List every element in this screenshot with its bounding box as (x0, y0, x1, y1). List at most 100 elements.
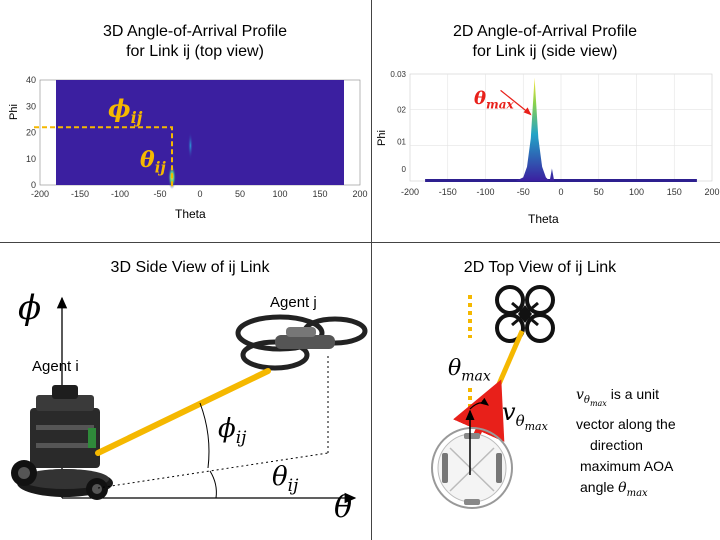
dashed-projection-line (97, 452, 329, 489)
profile-x-tick: 150 (667, 187, 682, 197)
profile-ticks: -200 -150 -100 -50 0 50 100 150 200 0.03 02 01 0 (390, 70, 719, 197)
drone-top-view-icon (495, 285, 555, 343)
bottom-right-title: 2D Top View of ij Link (463, 259, 617, 276)
heatmap-data (56, 80, 344, 190)
heatmap-x-label: Theta (175, 207, 206, 221)
heatmap-x-tick: 150 (312, 189, 327, 199)
profile-theta-max-label: θmax (474, 88, 514, 112)
heatmap-x-tick: 200 (352, 189, 367, 199)
caption-line5-theta: θ (618, 479, 627, 496)
phi-symbol: ϕ (108, 94, 131, 123)
v-symbol: v (502, 398, 516, 426)
theta-max-arc (469, 397, 489, 410)
ground-robot-top-view-icon (431, 427, 513, 509)
heatmap-x-tick: 50 (235, 189, 245, 199)
profile-chart: -200 -150 -100 -50 0 50 100 150 200 0.03 02 01 0 (390, 70, 719, 197)
profile-x-tick: 50 (594, 187, 604, 197)
profile-baseline (425, 179, 697, 182)
unit-vector-caption: vθmax is a unit vector along the directi… (576, 384, 716, 504)
phi-ij-guide-line (34, 126, 173, 187)
heatmap-field (56, 80, 344, 185)
theta-subscript: ij (154, 158, 166, 177)
top-right-title: 2D Angle-of-Arrival Profile for Link ij … (410, 22, 680, 62)
phi-ij-label: ϕij (218, 414, 246, 448)
profile-x-tick: 200 (704, 187, 719, 197)
heatmap-y-tick: 0 (31, 180, 36, 190)
heatmap-annotations (34, 126, 173, 187)
heatmap-y-tick: 20 (26, 128, 36, 138)
profile-x-tick: -150 (439, 187, 457, 197)
heatmap-y-tick: 30 (26, 101, 36, 111)
theta-ij-label: θij (272, 462, 298, 496)
theta-max-symbol: θ (474, 88, 487, 109)
caption-line1-rest: is a unit (606, 386, 659, 402)
profile-x-tick: -50 (517, 187, 530, 197)
side-view-diagram (11, 296, 368, 504)
caption-line3: direction (590, 436, 643, 453)
profile-x-label: Theta (528, 212, 559, 226)
top-right-title-line2: for Link ij (side view) (472, 43, 618, 60)
heatmap-y-label: Phi (8, 104, 20, 120)
theta-ij-arc (209, 470, 217, 499)
heatmap-theta-ij-label: θij (140, 147, 166, 176)
top-view-diagram (431, 285, 555, 509)
heatmap-x-tick: 0 (197, 189, 202, 199)
phi-ij-subscript: ij (235, 428, 247, 449)
profile-x-tick: -100 (476, 187, 494, 197)
profile-x-tick: 0 (558, 187, 563, 197)
caption-line5-prefix: angle (580, 478, 619, 495)
agent-i-label: Agent i (32, 358, 79, 375)
profile-grid (409, 73, 713, 182)
theta-max-subscript: max (486, 97, 514, 112)
top-view-theta-max-label: θmax (448, 356, 491, 384)
profile-y-tick: 0 (402, 165, 407, 174)
caption-sub-theta: θ (583, 394, 590, 406)
top-left-title-line1: 3D Angle-of-Arrival Profile (102, 23, 288, 40)
ground-robot-agent-i (11, 385, 113, 500)
vertical-divider (371, 0, 372, 540)
top-left-title: 3D Angle-of-Arrival Profile for Link ij … (60, 22, 330, 62)
caption-line5-sub: max (626, 487, 648, 499)
profile-y-tick: 02 (397, 106, 406, 115)
horizontal-divider (0, 242, 720, 243)
theta-ij-symbol: θ (272, 462, 288, 492)
heatmap-y-tick: 10 (26, 154, 36, 164)
heatmap-chart: -200 -150 -100 -50 0 50 100 150 200 0 10 20 30 40 (26, 75, 368, 199)
phi-axis-label: ϕ (18, 288, 42, 328)
caption-line1: vθmax is a unit (576, 384, 716, 414)
v-subscript-theta: θ (515, 411, 525, 430)
caption-line2: vector along the (576, 415, 676, 432)
heatmap-y-tick: 40 (26, 75, 36, 85)
profile-y-tick: 0.03 (390, 70, 406, 79)
heatmap-x-tick: 100 (272, 189, 287, 199)
theta-symbol: θ (140, 147, 155, 173)
caption-line4: maximum AOA (580, 457, 674, 474)
profile-y-label: Phi (376, 130, 388, 146)
top-view-theta-symbol: θ (448, 356, 462, 381)
top-right-title-line1: 2D Angle-of-Arrival Profile (452, 23, 638, 40)
top-view-theta-subscript: max (461, 368, 491, 385)
heatmap-x-tick: -200 (31, 189, 49, 199)
profile-y-tick: 01 (397, 137, 406, 146)
caption-line5: angle θmax (576, 477, 716, 504)
caption-v: v (576, 387, 584, 403)
v-subscript-max: max (524, 419, 548, 433)
bottom-left-title: 3D Side View of ij Link (110, 259, 270, 276)
phi-ij-symbol: ϕ (218, 414, 236, 444)
phi-subscript: ij (130, 107, 143, 127)
caption-sub-max: max (589, 398, 607, 408)
profile-x-tick: -200 (401, 187, 419, 197)
theta-axis-label: θ (334, 490, 353, 525)
link-ij-line (95, 368, 271, 456)
profile-x-tick: 100 (629, 187, 644, 197)
profile-data (425, 77, 697, 182)
heatmap-ticks: -200 -150 -100 -50 0 50 100 150 200 0 10 20 30 40 (26, 75, 368, 199)
theta-ij-subscript: ij (287, 476, 299, 497)
heatmap-peak-1 (187, 131, 193, 160)
heatmap-x-tick: -100 (111, 189, 129, 199)
heatmap-x-tick: -150 (71, 189, 89, 199)
phi-ij-arc (199, 402, 210, 469)
agent-j-label: Agent j (270, 294, 317, 311)
heatmap-x-tick: -50 (153, 189, 166, 199)
